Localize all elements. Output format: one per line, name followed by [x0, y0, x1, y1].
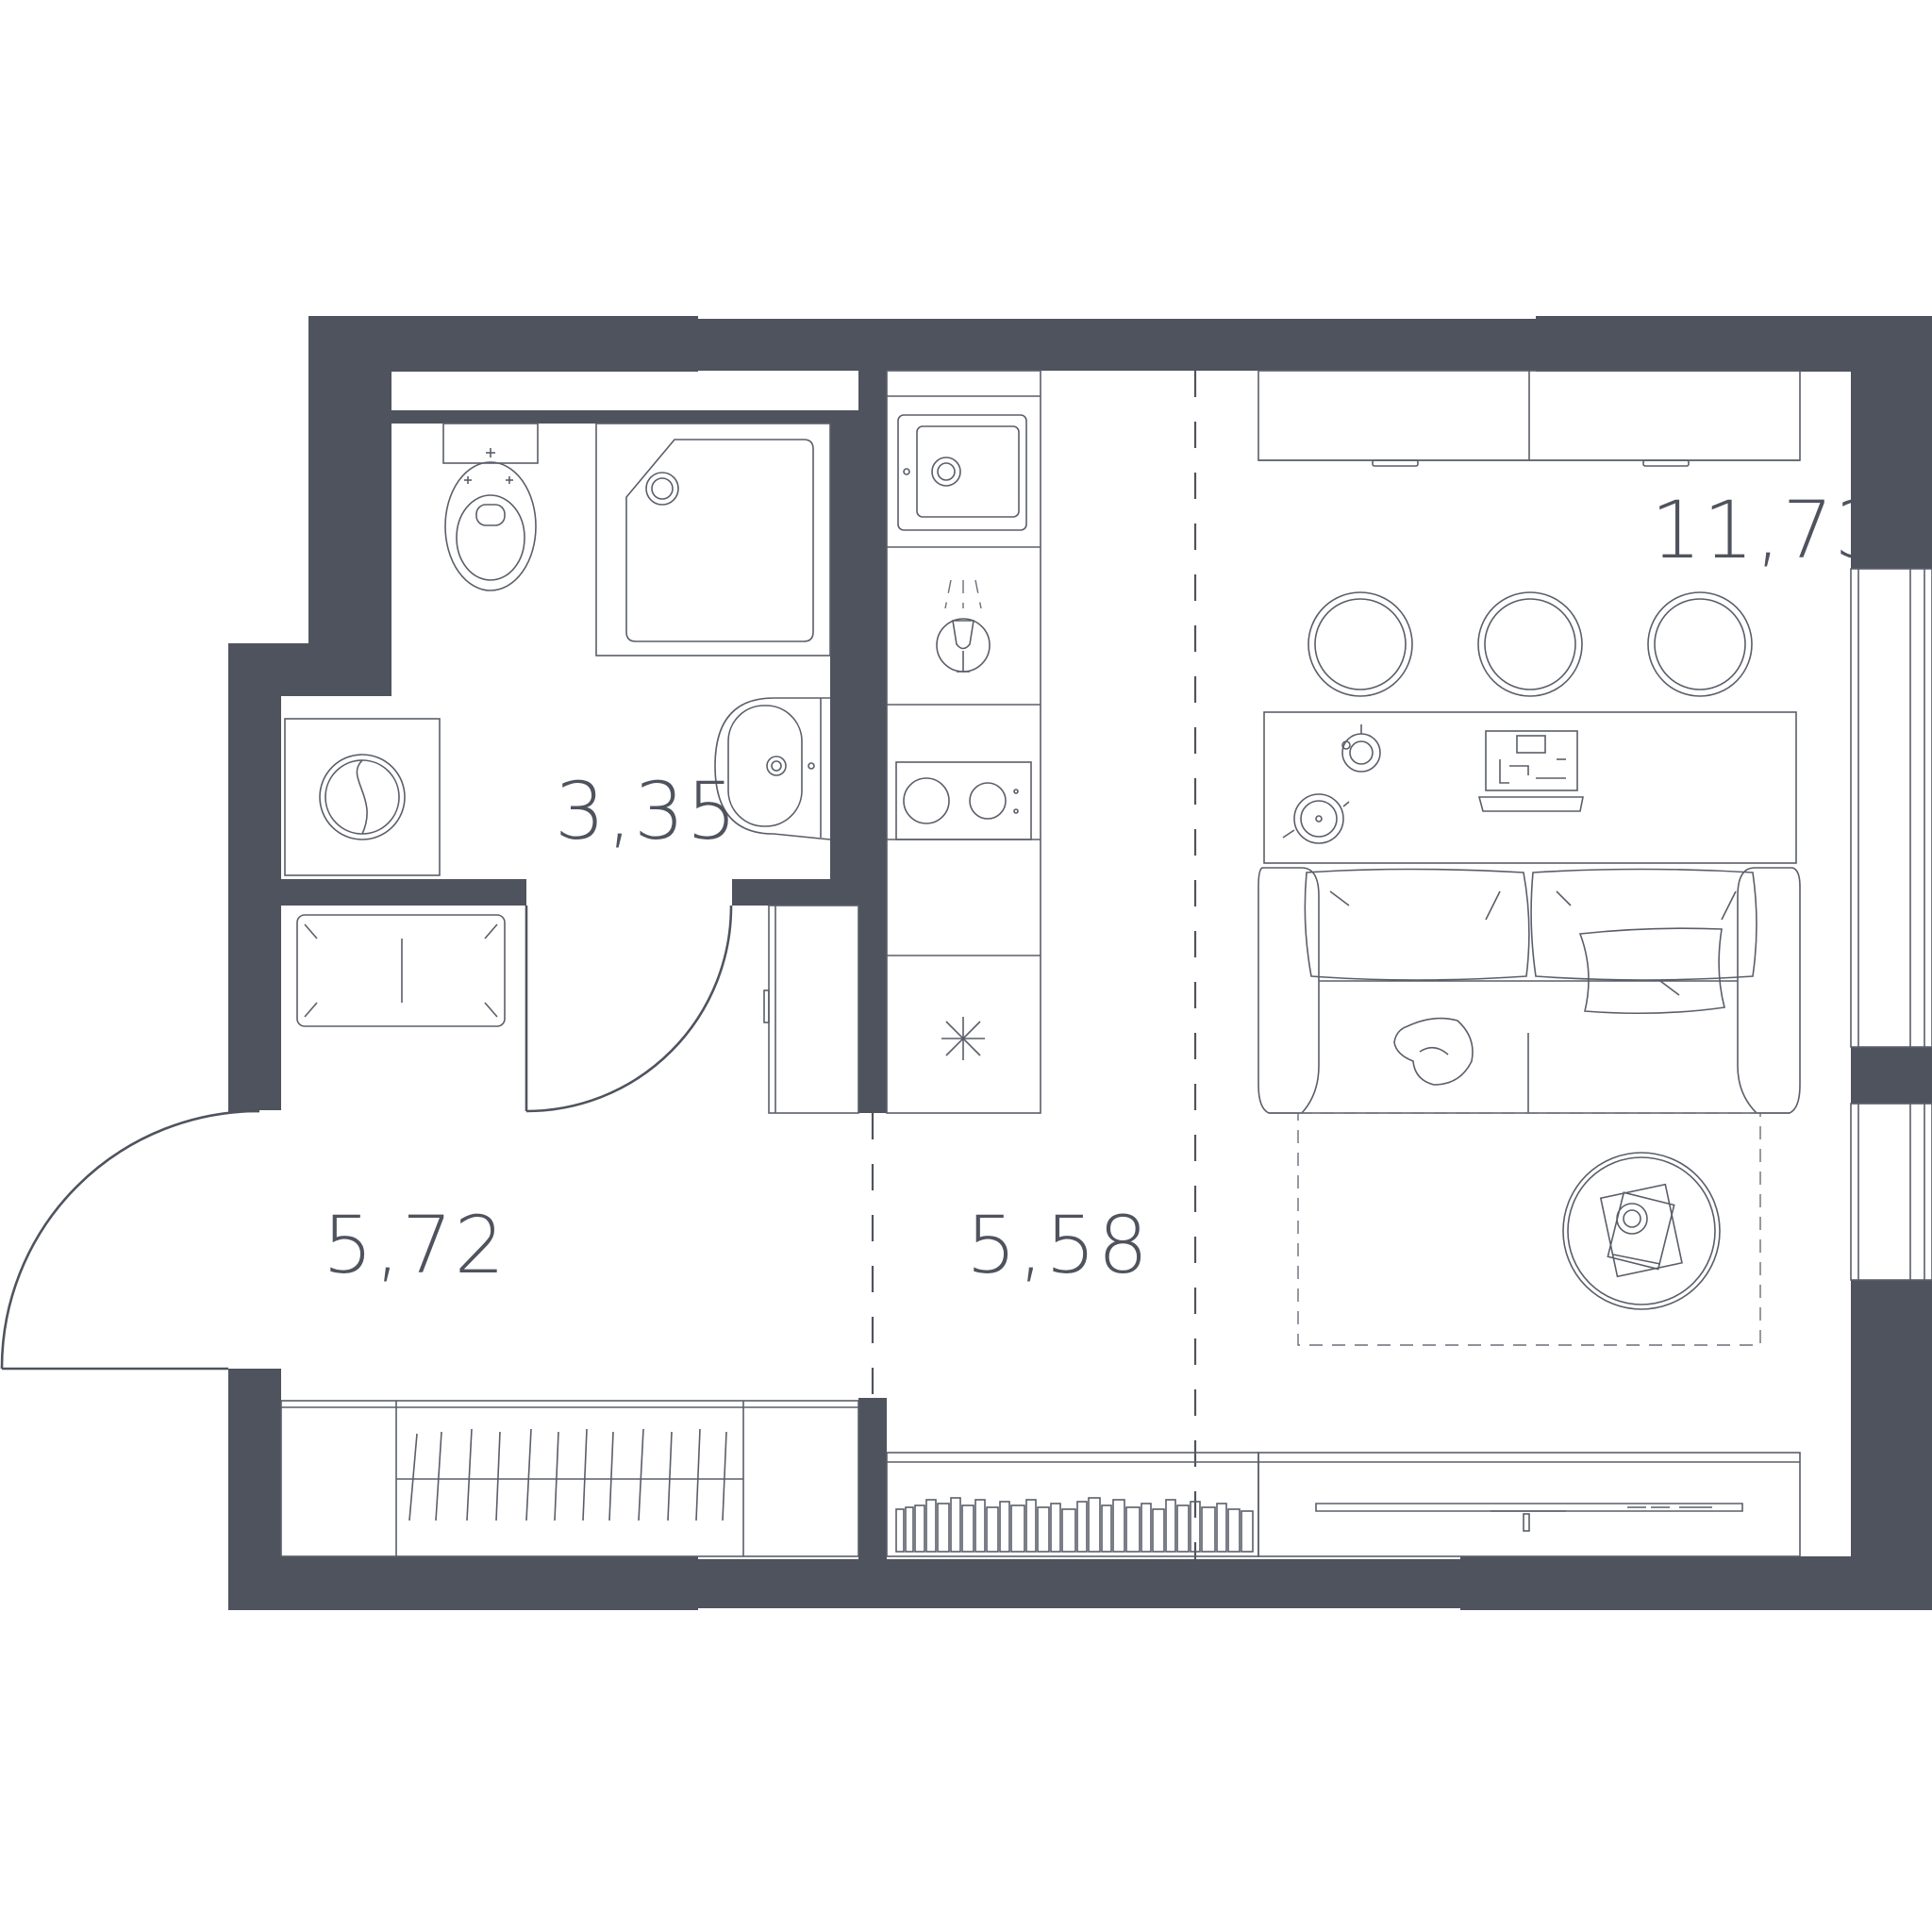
bar-counter [1263, 711, 1797, 864]
kitchen-area-label: 5,58 [966, 1199, 1151, 1291]
kitchen-counter [886, 370, 1041, 1114]
sofa-icon [1257, 867, 1801, 1114]
shoe-bench-icon [296, 914, 506, 1027]
wardrobe-hangers [408, 1428, 727, 1521]
bathroom-bottom-wall-left [281, 879, 526, 906]
hallway-area-label: 5,72 [323, 1199, 508, 1291]
dishwasher-icon [936, 579, 991, 673]
wardrobe-icon [280, 1400, 859, 1557]
partition-stub-bottom [858, 1398, 887, 1559]
bathroom-right-wall [830, 410, 858, 882]
wall-cabinets [1257, 370, 1801, 467]
tv-stand-icon [886, 1452, 1801, 1557]
cooktop-icon [895, 761, 1032, 840]
tv-icon [1315, 1503, 1743, 1532]
bookshelf-icon [895, 1497, 1254, 1553]
washing-machine-icon [284, 718, 441, 876]
door-cabinet-icon [763, 905, 859, 1114]
toilet-icon [442, 423, 539, 591]
rug-outline [1297, 1112, 1761, 1346]
window-lower [1850, 1103, 1932, 1281]
wall-bottom-middle [698, 1559, 1460, 1608]
bathroom-door [525, 905, 733, 1113]
washbasin-icon [714, 697, 831, 840]
wall-bottom-left [228, 1556, 698, 1610]
stool-icons [1307, 591, 1753, 697]
shower-tray-icon [595, 423, 831, 657]
walls [228, 316, 1932, 1610]
living-room-area-label: 11,73 [1651, 484, 1888, 576]
wall-right-upper [1851, 316, 1932, 569]
wall-right-mullion [1851, 1047, 1932, 1104]
bathroom-top-wall [390, 410, 859, 424]
wall-left-notch [228, 643, 391, 696]
coffee-table-icon [1562, 1152, 1721, 1310]
cup-icon [1341, 724, 1381, 773]
laptop-icon [1477, 730, 1584, 812]
bathroom-area-label: 3,35 [555, 765, 740, 857]
window-upper [1850, 568, 1932, 1048]
wall-right-lower [1851, 1280, 1932, 1610]
cat-icon [1393, 1017, 1474, 1086]
wall-left-upper [308, 316, 391, 646]
teapot-icon [1282, 793, 1350, 844]
wall-left-middle [228, 643, 281, 1110]
kitchen-partition-wall [858, 371, 887, 1113]
bathroom-bottom-wall-right [732, 879, 858, 906]
fridge-icon [941, 1017, 985, 1060]
sink-icon [897, 414, 1027, 531]
wall-top-middle [698, 319, 1536, 371]
entrance-door [0, 1109, 260, 1371]
